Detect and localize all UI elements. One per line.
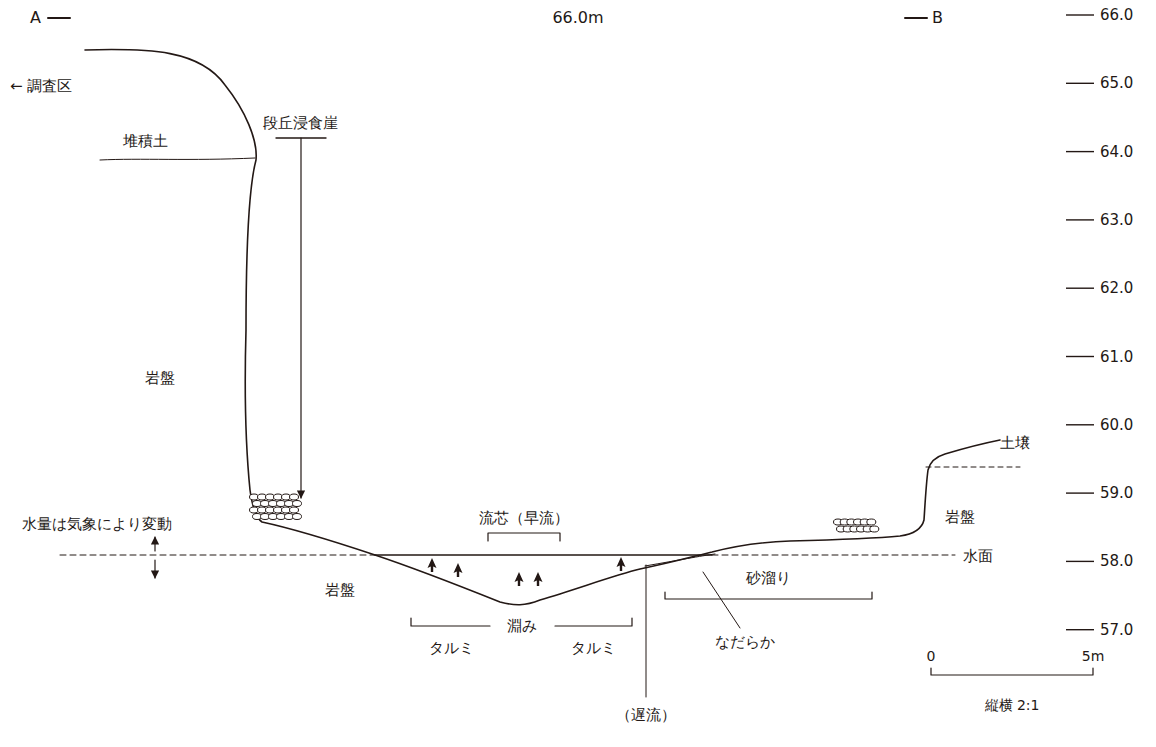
boulder xyxy=(290,507,299,513)
scale-bar xyxy=(931,668,1093,675)
scale-value: 0 xyxy=(927,648,936,665)
scale-value: 5m xyxy=(1082,648,1105,665)
flow-label: 流芯（早流） xyxy=(479,509,569,527)
sand-surface xyxy=(645,554,715,566)
water-label: 水面 xyxy=(963,547,993,565)
pool-label: 淵み xyxy=(507,617,537,635)
boulder xyxy=(293,501,302,507)
fish-symbols xyxy=(428,557,626,586)
elevation-value: 59.0 xyxy=(1100,484,1133,502)
feature-label: なだらか xyxy=(715,633,775,651)
elevation-value: 63.0 xyxy=(1100,211,1133,229)
water-surface xyxy=(375,554,712,555)
tick-mark xyxy=(1066,14,1094,15)
bracket xyxy=(411,618,490,626)
feature-label: 段丘浸食崖 xyxy=(263,114,338,132)
direction-label: ← 調査区 xyxy=(10,77,72,95)
tick-mark xyxy=(1066,424,1094,425)
elevation-value: 60.0 xyxy=(1100,416,1133,434)
bracket xyxy=(555,618,632,626)
pool-label: タルミ xyxy=(571,639,616,657)
section-mark: A xyxy=(30,8,41,27)
tick-mark xyxy=(1066,629,1094,630)
elevation-value: 65.0 xyxy=(1100,74,1133,92)
elevation-value: 62.0 xyxy=(1100,279,1133,297)
water-surface xyxy=(712,555,955,556)
layer-boundary xyxy=(100,158,255,160)
fish-symbol xyxy=(454,563,463,577)
layer-label: 土壌 xyxy=(1000,434,1030,452)
flow-label: （遅流） xyxy=(616,706,676,724)
boulder xyxy=(870,526,879,532)
feature-label: 砂溜り xyxy=(746,569,791,587)
tick-mark xyxy=(1066,561,1094,562)
elevation-value: 57.0 xyxy=(1100,621,1133,639)
ground-profile xyxy=(85,49,1000,604)
elevation-value: 64.0 xyxy=(1100,143,1133,161)
bracket xyxy=(488,533,560,541)
tick-mark xyxy=(1066,151,1094,152)
scale-note: 縦横 2:1 xyxy=(985,697,1040,714)
tick-mark xyxy=(1066,356,1094,357)
boulder xyxy=(867,519,876,525)
water-surface xyxy=(60,555,375,556)
level-arrow xyxy=(154,537,155,551)
fish-symbol xyxy=(428,558,437,572)
layer-label: 岩盤 xyxy=(145,369,175,387)
tick-mark xyxy=(1066,219,1094,220)
pool-label: タルミ xyxy=(429,639,474,657)
elevation-value: 61.0 xyxy=(1100,348,1133,366)
note-label: 水量は気象により変動 xyxy=(22,515,172,533)
elevation-ticks xyxy=(1066,15,1094,630)
boulders xyxy=(250,494,879,532)
leader-line xyxy=(646,565,647,697)
fish-symbol xyxy=(515,572,524,586)
layer-label: 堆積土 xyxy=(123,132,168,150)
tick-mark xyxy=(1066,288,1094,289)
fish-symbol xyxy=(534,572,543,586)
datum-label: 66.0m xyxy=(552,8,603,27)
boulder xyxy=(290,494,299,500)
leader-arrow xyxy=(300,138,301,498)
bracket xyxy=(665,592,872,599)
boulder xyxy=(293,514,302,520)
leader-line xyxy=(703,572,740,628)
fish-symbol xyxy=(617,557,626,571)
elevation-value: 66.0 xyxy=(1100,6,1133,24)
section-mark: B xyxy=(932,8,943,27)
level-arrow xyxy=(154,560,155,578)
tick-mark xyxy=(1066,492,1094,493)
elevation-value: 58.0 xyxy=(1100,552,1133,570)
layer-boundary xyxy=(926,467,1020,468)
tick-mark xyxy=(1066,83,1094,84)
layer-label: 岩盤 xyxy=(325,581,355,599)
layer-label: 岩盤 xyxy=(945,508,975,526)
